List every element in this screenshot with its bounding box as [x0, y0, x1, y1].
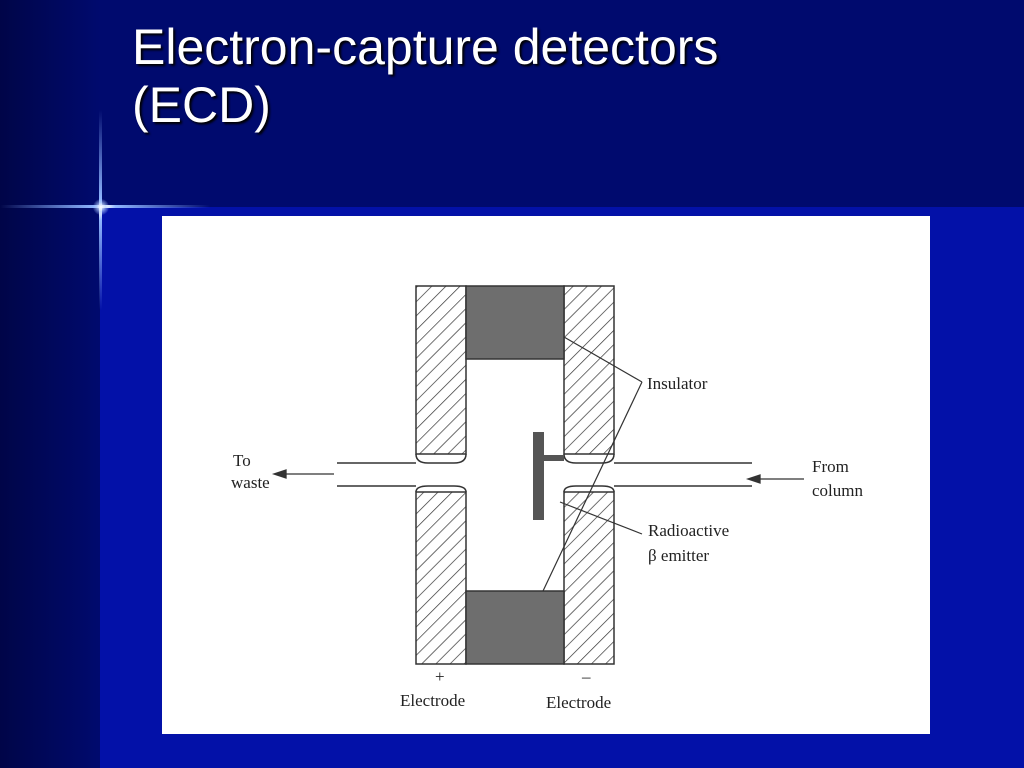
- right-electrode-wall: [563, 285, 615, 665]
- ecd-diagram-svg: To waste From column Insulator Radioacti…: [231, 285, 863, 712]
- label-column: column: [812, 481, 863, 500]
- top-insulator: [465, 285, 565, 360]
- flow-channel: [337, 453, 752, 493]
- slide-title: Electron-capture detectors (ECD): [132, 18, 992, 134]
- column-arrow-icon: [745, 474, 804, 484]
- insulator-leader-lines: [542, 336, 643, 592]
- label-electrode-left: Electrode: [400, 691, 465, 710]
- left-accent-band: [0, 0, 100, 768]
- label-from: From: [812, 457, 849, 476]
- label-minus: –: [581, 667, 591, 686]
- bottom-insulator: [465, 590, 565, 665]
- label-insulator: Insulator: [647, 374, 708, 393]
- sparkle-decoration: [93, 199, 109, 215]
- label-beta-emitter: β emitter: [648, 546, 709, 565]
- slide-title-line-2: (ECD): [132, 77, 271, 133]
- emitter-leader-lines: [559, 501, 643, 535]
- label-radioactive: Radioactive: [648, 521, 729, 540]
- waste-arrow-icon: [271, 469, 334, 479]
- beta-emitter: [533, 432, 564, 520]
- left-electrode-wall: [415, 285, 467, 665]
- label-plus: +: [435, 667, 445, 686]
- label-to: To: [233, 451, 251, 470]
- label-waste: waste: [231, 473, 270, 492]
- label-electrode-right: Electrode: [546, 693, 611, 712]
- ecd-diagram: To waste From column Insulator Radioacti…: [162, 216, 930, 734]
- slide-title-line-1: Electron-capture detectors: [132, 19, 719, 75]
